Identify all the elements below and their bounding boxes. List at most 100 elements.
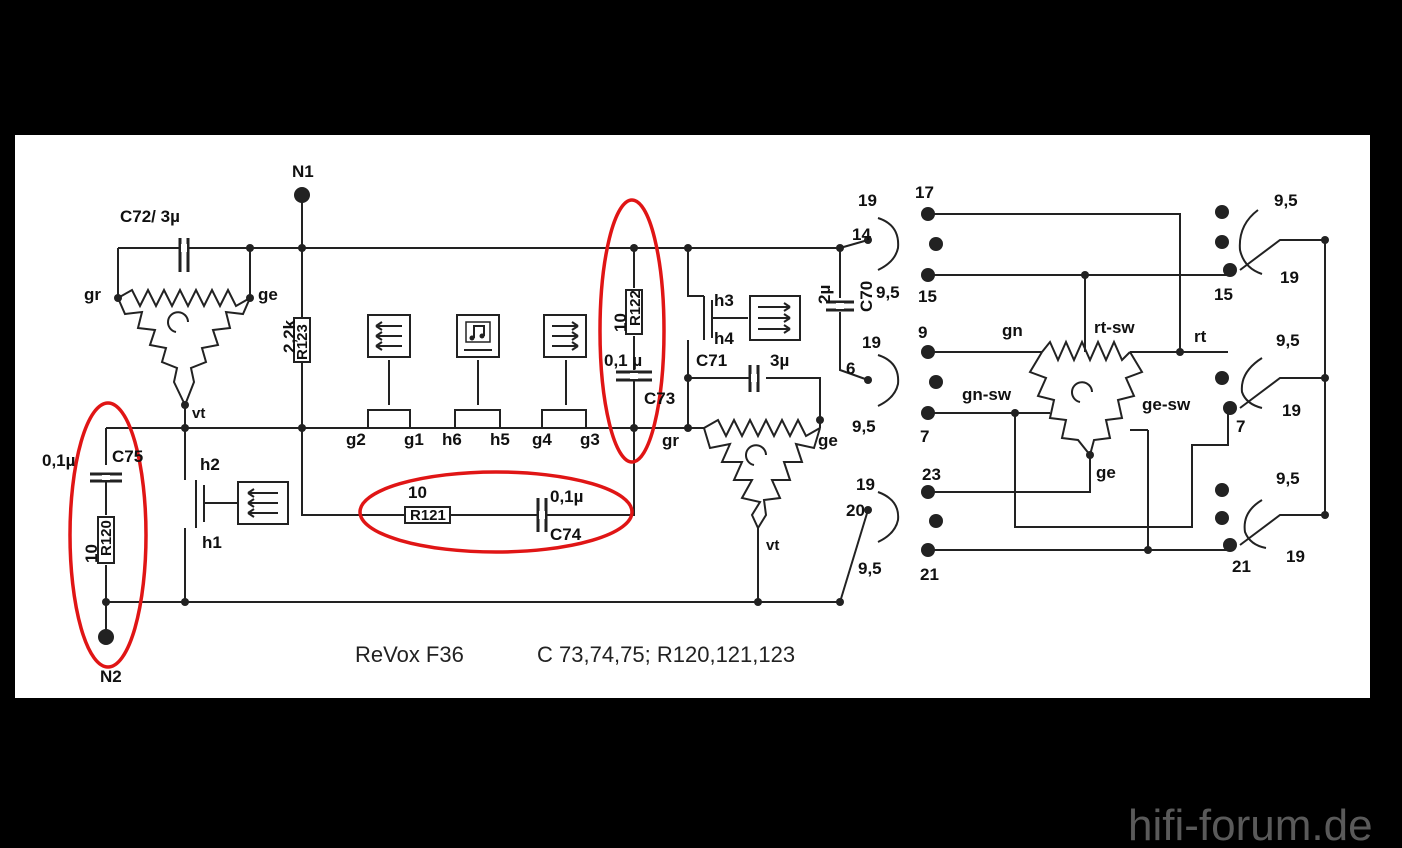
- right-motor-gn-sw: gn-sw: [962, 385, 1012, 404]
- left-motor-ge: ge: [258, 285, 278, 304]
- resistors: [97, 289, 643, 564]
- highlight-r120-c75: [68, 401, 148, 669]
- curved-arrow-icon: [877, 354, 900, 407]
- left-motor-gr: gr: [84, 285, 101, 304]
- sel-1-top: 17: [915, 183, 934, 202]
- caption-parts: C 73,74,75; R120,121,123: [537, 642, 795, 667]
- c73-label: C73: [644, 389, 675, 408]
- sel-1-alt1: 19: [858, 191, 877, 210]
- highlight-r121-c74: [358, 470, 634, 554]
- r123-label: R123: [294, 324, 311, 360]
- r120-value: 10: [82, 544, 101, 563]
- right-motor-gn: gn: [1002, 321, 1023, 340]
- rsel-3-alt2: 19: [1286, 547, 1305, 566]
- function-icons: [237, 295, 801, 525]
- c73-value: 0,1 µ: [604, 351, 642, 370]
- rotation-arrow-icon: [1071, 381, 1093, 403]
- sel-3-pos: 20: [846, 501, 865, 520]
- terminals: [98, 187, 1237, 645]
- right-motor-rt-sw: rt-sw: [1094, 318, 1135, 337]
- sel-3-alt2: 9,5: [858, 559, 882, 578]
- sel-2-alt1: 19: [862, 333, 881, 352]
- r122-label: R122: [627, 290, 644, 326]
- rsel-3-alt1: 9,5: [1276, 469, 1300, 488]
- resistor-r122: [625, 289, 643, 335]
- rsel-1-alt2: 19: [1280, 268, 1299, 287]
- rewind-icon: [367, 314, 411, 358]
- contact-h4: h4: [714, 329, 734, 348]
- c71-label: C71: [696, 351, 727, 370]
- sel-2-alt2: 9,5: [852, 417, 876, 436]
- c74-value: 0,1µ: [550, 487, 583, 506]
- sel-3-alt1: 19: [856, 475, 875, 494]
- sel-1-alt2: 9,5: [876, 283, 900, 302]
- terminal-n1: [294, 187, 310, 203]
- rotation-arrow-icon: [167, 311, 189, 333]
- curved-arrow-icon: [877, 491, 900, 543]
- contact-g2: g2: [346, 430, 366, 449]
- sel-2-bottom: 7: [920, 427, 929, 446]
- resistor-r121: [404, 506, 451, 524]
- highlight-r122-c73: [598, 198, 666, 464]
- middle-motor-vt: vt: [766, 537, 779, 554]
- rotation-arrow-icon: [745, 444, 767, 466]
- sel-2-top: 9: [918, 323, 927, 342]
- c75-value: 0,1µ: [42, 451, 75, 470]
- motor-left: [117, 287, 251, 406]
- rsel-2-pos: 7: [1236, 417, 1245, 436]
- resistor-r120: [97, 516, 115, 564]
- node-n2-label: N2: [100, 667, 122, 686]
- left-motor-vt: vt: [192, 405, 205, 422]
- motor-middle: [688, 417, 821, 529]
- curved-arrow-icon: [1238, 209, 1263, 275]
- red-highlights: [68, 198, 666, 669]
- c71-value: 3µ: [770, 351, 789, 370]
- c72-label: C72/ 3µ: [120, 207, 180, 226]
- r120-label: R120: [98, 520, 115, 556]
- caption-model: ReVox F36: [355, 642, 464, 667]
- c70-label: C70: [857, 281, 876, 312]
- rewind-icon-h1: [237, 481, 289, 525]
- curved-arrow-icon: [1243, 499, 1267, 549]
- rsel-2-alt2: 19: [1282, 401, 1301, 420]
- middle-motor-gr: gr: [662, 431, 679, 450]
- right-motor-ge-sw: ge-sw: [1142, 395, 1191, 414]
- speed-switch-arrows: [877, 209, 1267, 549]
- contact-h5: h5: [490, 430, 510, 449]
- motor-right: [1015, 339, 1148, 456]
- contact-h1: h1: [202, 533, 222, 552]
- r122-value: 10: [611, 313, 630, 332]
- contact-switches: [195, 296, 748, 528]
- fast-forward-icon: [543, 314, 587, 358]
- rsel-2-alt1: 9,5: [1276, 331, 1300, 350]
- curved-arrow-icon: [877, 217, 900, 271]
- contact-h3: h3: [714, 291, 734, 310]
- c75-label: C75: [112, 447, 143, 466]
- contact-h2: h2: [200, 455, 220, 474]
- fast-forward-icon-h3: [749, 295, 801, 341]
- resistor-r123: [293, 317, 311, 363]
- rsel-3-pos: 21: [1232, 557, 1251, 576]
- junction-dots: [102, 236, 1329, 606]
- right-motor-rt: rt: [1194, 327, 1207, 346]
- play-note-icon: [456, 314, 500, 358]
- watermark: hifi-forum.de: [1128, 801, 1373, 848]
- r121-value: 10: [408, 483, 427, 502]
- curved-arrow-icon: [1240, 357, 1263, 409]
- r123-value: 2,2k: [280, 319, 299, 353]
- schematic-panel: [15, 135, 1370, 698]
- contact-g4: g4: [532, 430, 552, 449]
- sel-1-bottom: 15: [918, 287, 937, 306]
- capacitors: [90, 238, 854, 532]
- terminal-n2: [98, 629, 114, 645]
- rsel-1-pos: 15: [1214, 285, 1233, 304]
- sel-3-top: 23: [922, 465, 941, 484]
- contact-g3: g3: [580, 430, 600, 449]
- middle-motor-ge: ge: [818, 431, 838, 450]
- labels: N1 N2 C72/ 3µ gr ge vt 2,2k R123 0,1µ C7…: [42, 162, 1305, 686]
- r121-label: R121: [410, 507, 446, 524]
- right-motor-ge: ge: [1096, 463, 1116, 482]
- c74-label: C74: [550, 525, 582, 544]
- contact-g1: g1: [404, 430, 424, 449]
